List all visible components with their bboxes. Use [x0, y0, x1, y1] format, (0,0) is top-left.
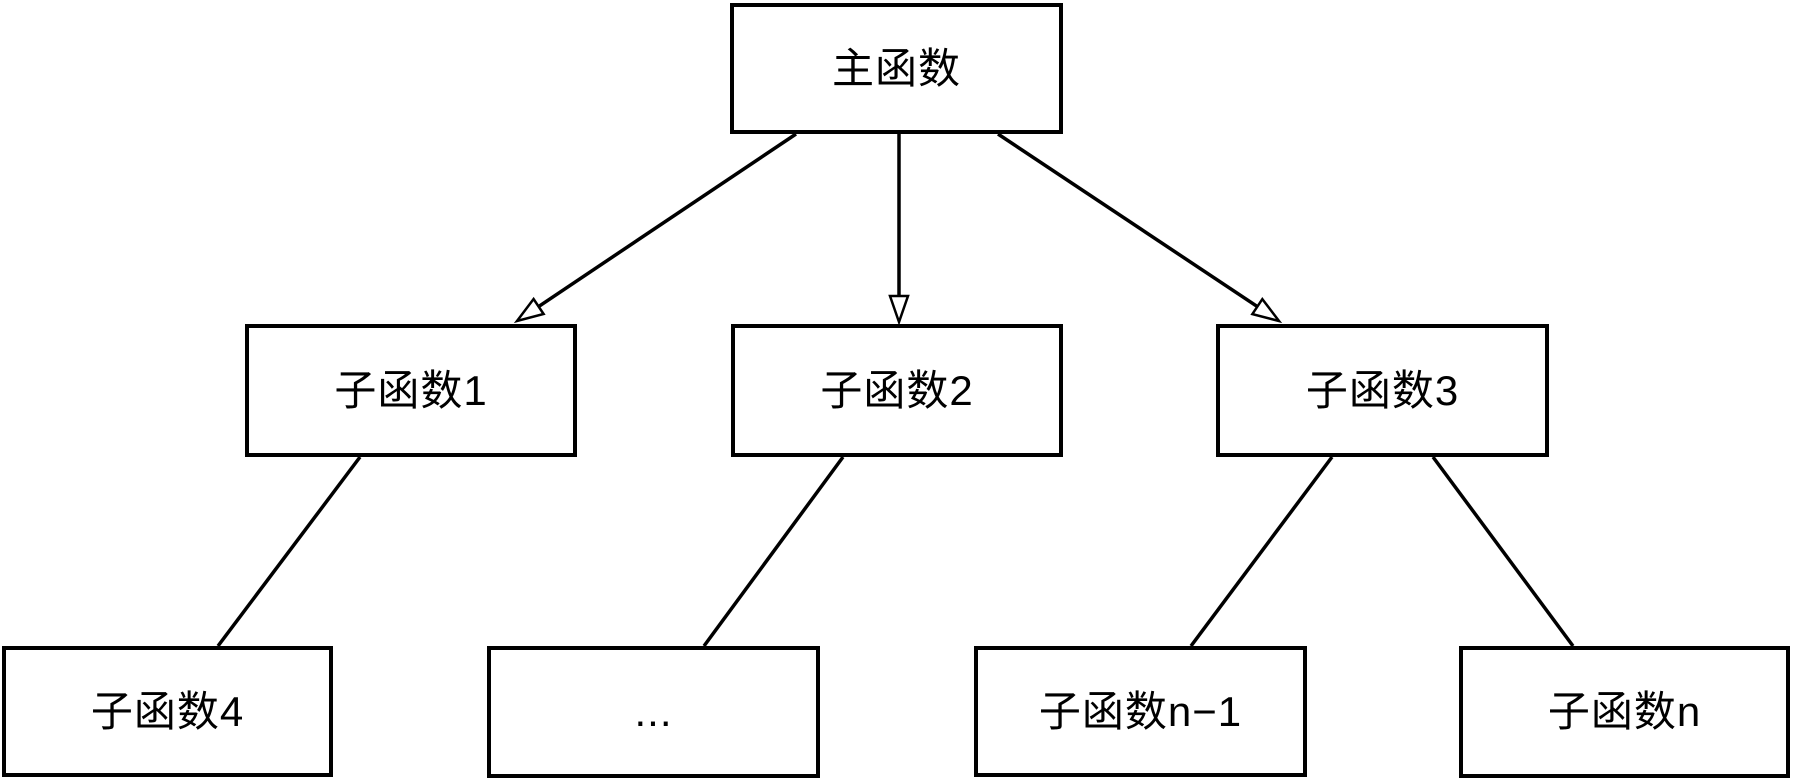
edge-sub-function-3-to-sub-function-n1 [1189, 455, 1334, 648]
edge-sub-function-2-to-ellipsis [702, 455, 845, 648]
arrowhead-sub-function-1 [513, 296, 546, 324]
arrowhead-sub-function-2 [888, 294, 910, 326]
node-sub-function-2: 子函数2 [731, 324, 1063, 457]
edge-main-function-to-sub-function-3 [997, 132, 1259, 309]
node-sub-function-1-label: 子函数1 [334, 366, 488, 414]
node-ellipsis-label: ... [634, 688, 673, 735]
node-sub-function-3: 子函数3 [1216, 324, 1549, 457]
node-main-function: 主函数 [730, 3, 1063, 134]
node-ellipsis: ... [487, 646, 820, 778]
node-sub-function-3-label: 子函数3 [1305, 366, 1460, 414]
node-sub-function-n-label: 子函数n [1547, 688, 1702, 735]
node-sub-function-n: 子函数n [1459, 646, 1790, 778]
edge-sub-function-1-to-sub-function-4 [216, 455, 362, 648]
node-main-function-label: 主函数 [831, 44, 961, 92]
node-sub-function-4-label: 子函数4 [90, 687, 245, 735]
edge-main-function-to-sub-function-1 [537, 132, 797, 308]
node-sub-function-2-label: 子函数2 [820, 366, 974, 414]
node-sub-function-1: 子函数1 [245, 324, 577, 457]
node-sub-function-n-minus-1-label: 子函数n−1 [1038, 687, 1243, 735]
edge-sub-function-3-to-sub-function-n [1431, 455, 1575, 648]
node-sub-function-4: 子函数4 [2, 646, 333, 777]
node-sub-function-n-minus-1: 子函数n−1 [974, 646, 1307, 777]
arrowhead-sub-function-3 [1250, 296, 1283, 324]
